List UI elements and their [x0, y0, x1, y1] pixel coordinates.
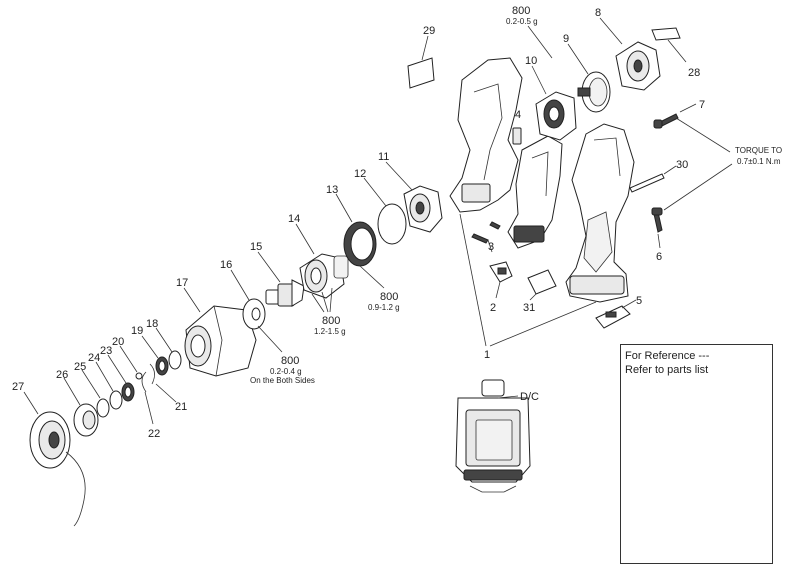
part-dc-unit: [455, 379, 531, 493]
callout-24: 24: [88, 352, 100, 364]
part-27-front-cover: [29, 411, 86, 527]
part-24-o-ring: [109, 390, 123, 410]
callout-21: 21: [175, 401, 187, 413]
part-1-housing-left: [449, 57, 523, 213]
callout-2: 2: [490, 302, 496, 314]
part-13-ring-gear: [343, 221, 377, 267]
callout-15: 15: [250, 241, 262, 253]
part-2-terminal: [489, 261, 513, 283]
grease-800-amount-4: 0.2-0.4 g: [270, 367, 302, 376]
callout-8: 8: [595, 7, 601, 19]
callout-17: 17: [176, 277, 188, 289]
grease-800-amount-2: 1.2-1.5 g: [314, 327, 346, 336]
reference-title: For Reference --- Refer to parts list: [625, 349, 709, 377]
part-26-anvil-sleeve: [73, 403, 99, 437]
callout-11: 11: [378, 151, 389, 163]
callout-25: 25: [74, 361, 86, 373]
callout-4: 4: [515, 109, 521, 121]
callout-10: 10: [525, 55, 537, 67]
part-15-anvil: [265, 279, 305, 307]
part-31-sheet: [527, 269, 557, 295]
part-7-screw: [653, 113, 679, 129]
callout-30: 30: [676, 159, 688, 171]
torque-line-1: TORQUE TO: [735, 146, 782, 155]
part-22-retaining-ring: [141, 371, 147, 393]
part-inner-frame: [507, 135, 563, 249]
callout-3: 3: [488, 241, 494, 253]
part-12-o-ring: [377, 203, 407, 245]
leader-27: [23, 391, 39, 415]
reference-box: For Reference --- Refer to parts list: [620, 344, 773, 564]
callout-18: 18: [146, 318, 158, 330]
part-18-o-ring: [168, 350, 182, 370]
grease-800-amount-3: 0.9-1.2 g: [368, 303, 400, 312]
part-8-end-cap: [615, 41, 661, 91]
grease-800-amount-1: 0.2-0.5 g: [506, 17, 538, 26]
callout-13: 13: [326, 184, 338, 196]
part-10-motor: [535, 91, 577, 141]
callout-22: 22: [148, 428, 160, 440]
part-housing-right: [565, 123, 635, 303]
part-19-washer: [155, 356, 169, 376]
reference-title-line-2: Refer to parts list: [625, 364, 709, 376]
part-9-fan: [577, 71, 611, 113]
torque-line-2: 0.7±0.1 N.m: [737, 157, 781, 166]
callout-16: 16: [220, 259, 232, 271]
grease-800-code-2: 800: [322, 315, 340, 327]
part-28-badge: [651, 27, 681, 41]
part-21-clip: [149, 363, 155, 385]
part-11-gear-case: [403, 185, 443, 233]
callout-26: 26: [56, 369, 68, 381]
callout-dc: D/C: [520, 391, 539, 403]
part-4-switch: [512, 127, 522, 145]
callout-14: 14: [288, 213, 300, 225]
callout-31: 31: [523, 302, 535, 314]
grease-800-code-4: 800: [281, 355, 299, 367]
callout-1: 1: [484, 349, 490, 361]
part-14-hammer: [299, 253, 349, 299]
callout-23: 23: [100, 345, 112, 357]
callout-20: 20: [112, 336, 124, 348]
grease-800-code-3: 800: [380, 291, 398, 303]
part-29-label: [407, 57, 435, 89]
part-23-spring: [121, 382, 135, 402]
callout-28: 28: [688, 67, 700, 79]
part-30-strip: [629, 173, 665, 193]
callout-29: 29: [423, 25, 435, 37]
callout-19: 19: [131, 325, 143, 337]
grease-800-code-1: 800: [512, 5, 530, 17]
callout-7: 7: [699, 99, 705, 111]
part-20-ball: [135, 372, 143, 380]
part-16-washer: [242, 298, 266, 330]
callout-27: 27: [12, 381, 24, 393]
callout-5: 5: [636, 295, 642, 307]
callout-6: 6: [656, 251, 662, 263]
callout-9: 9: [563, 33, 569, 45]
part-3-pins: [471, 221, 501, 244]
part-6-screw: [651, 207, 663, 233]
part-25-washer: [96, 398, 110, 418]
callout-12: 12: [354, 168, 366, 180]
part-5-belt-clip: [595, 305, 631, 329]
grease-800-note-4: On the Both Sides: [250, 376, 315, 385]
part-17-hammer-case: [184, 305, 257, 377]
reference-title-line-1: For Reference ---: [625, 350, 710, 362]
